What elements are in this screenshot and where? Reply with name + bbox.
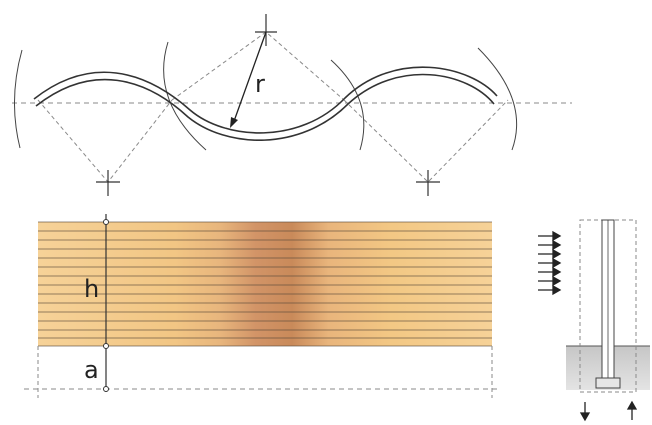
dimension-node-bottom [103,386,109,392]
serpentine-wall-inner [35,73,495,141]
radius-line [232,31,267,125]
center-cross-top [255,14,277,46]
serpentine-wall-outer [33,66,498,134]
construction-triangle-upper [171,31,345,101]
serpentine-plan: r [12,14,572,196]
construction-arc-mid-left [163,41,207,151]
board-seams [38,221,492,347]
construction-arc-mid-right [330,59,365,151]
dimension-node-top [103,219,109,225]
dimension-node-mid [103,343,109,349]
wall-elevation: h a [24,214,500,398]
wind-load-arrows [538,230,562,296]
reaction-arrow-up [626,400,638,420]
wood-panel [38,222,492,346]
construction-triangle-lower-right [343,99,509,183]
construction-arc-right [477,47,518,151]
construction-arc-left [13,49,23,149]
center-cross-bottom-left [96,170,120,196]
radius-label: r [255,70,265,98]
reaction-arrow-down [579,402,591,422]
radius-arrowhead [230,117,238,128]
wall-section [538,219,650,422]
footing-plate [595,377,621,389]
height-label: h [84,275,99,303]
construction-triangle-lower-left [37,99,173,183]
center-cross-bottom-right [416,170,440,196]
embed-depth-label: a [84,356,99,384]
